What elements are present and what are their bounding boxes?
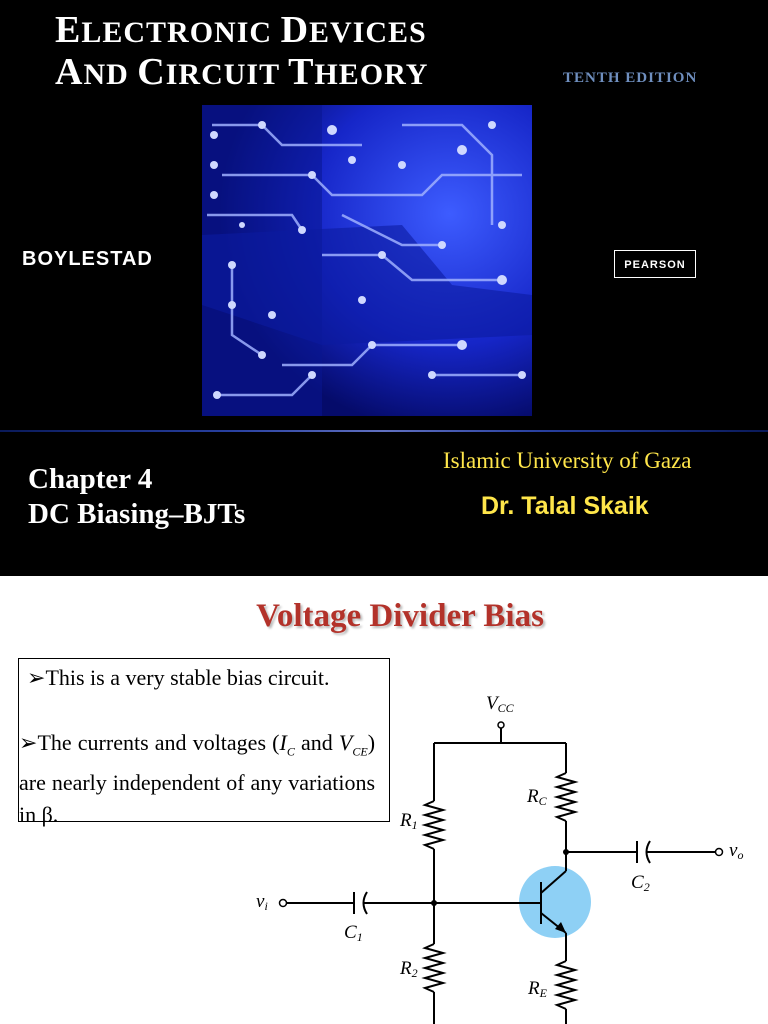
- label-vcc: VCC: [486, 693, 515, 715]
- author-name: BOYLESTAD: [22, 248, 153, 270]
- slide-title: Voltage Divider Bias: [256, 598, 544, 634]
- book-title-line2: AND CIRCUIT THEORY: [55, 51, 429, 93]
- bullet-item-2: ➢The currents and voltages (IC and VCE) …: [19, 730, 376, 828]
- voltage-divider-circuit-diagram: VCC RC R1 R2 RE C1 C2 vi vo: [256, 693, 743, 1024]
- bullet-arrow-icon: ➢: [19, 730, 38, 755]
- chapter-number: Chapter 4: [28, 463, 153, 495]
- label-r1: R1: [399, 810, 418, 832]
- bullet-arrow-icon: ➢: [27, 665, 46, 690]
- university-name: Islamic University of Gaza: [443, 448, 692, 473]
- label-vi: vi: [256, 891, 268, 913]
- voltage-divider-slide: Voltage Divider Bias ➢This is a very sta…: [0, 576, 768, 1024]
- transistor-highlight: [519, 866, 591, 938]
- label-vo: vo: [729, 840, 743, 862]
- edition-label: TENTH EDITION: [563, 70, 698, 86]
- chapter-title: DC Biasing–BJTs: [28, 498, 246, 530]
- label-c2: C2: [631, 872, 650, 894]
- label-r2: R2: [399, 958, 418, 980]
- book-title-line1: ELECTRONIC DEVICES: [55, 9, 427, 51]
- divider-line: [0, 430, 768, 432]
- label-re: RE: [527, 978, 548, 1000]
- chapter-heading: Chapter 4 DC Biasing–BJTs: [28, 462, 245, 532]
- bullet-textbox: ➢This is a very stable bias circuit. ➢Th…: [18, 658, 390, 827]
- label-rc: RC: [526, 786, 548, 808]
- publisher-logo: PEARSON: [614, 250, 696, 278]
- cover-slide: ELECTRONIC DEVICES AND CIRCUIT THEORY TE…: [0, 0, 768, 576]
- lecturer-name: Dr. Talal Skaik: [481, 492, 649, 520]
- bullet-item-1: ➢This is a very stable bias circuit.: [27, 665, 330, 690]
- circuit-board-image: [202, 105, 532, 416]
- label-c1: C1: [344, 922, 363, 944]
